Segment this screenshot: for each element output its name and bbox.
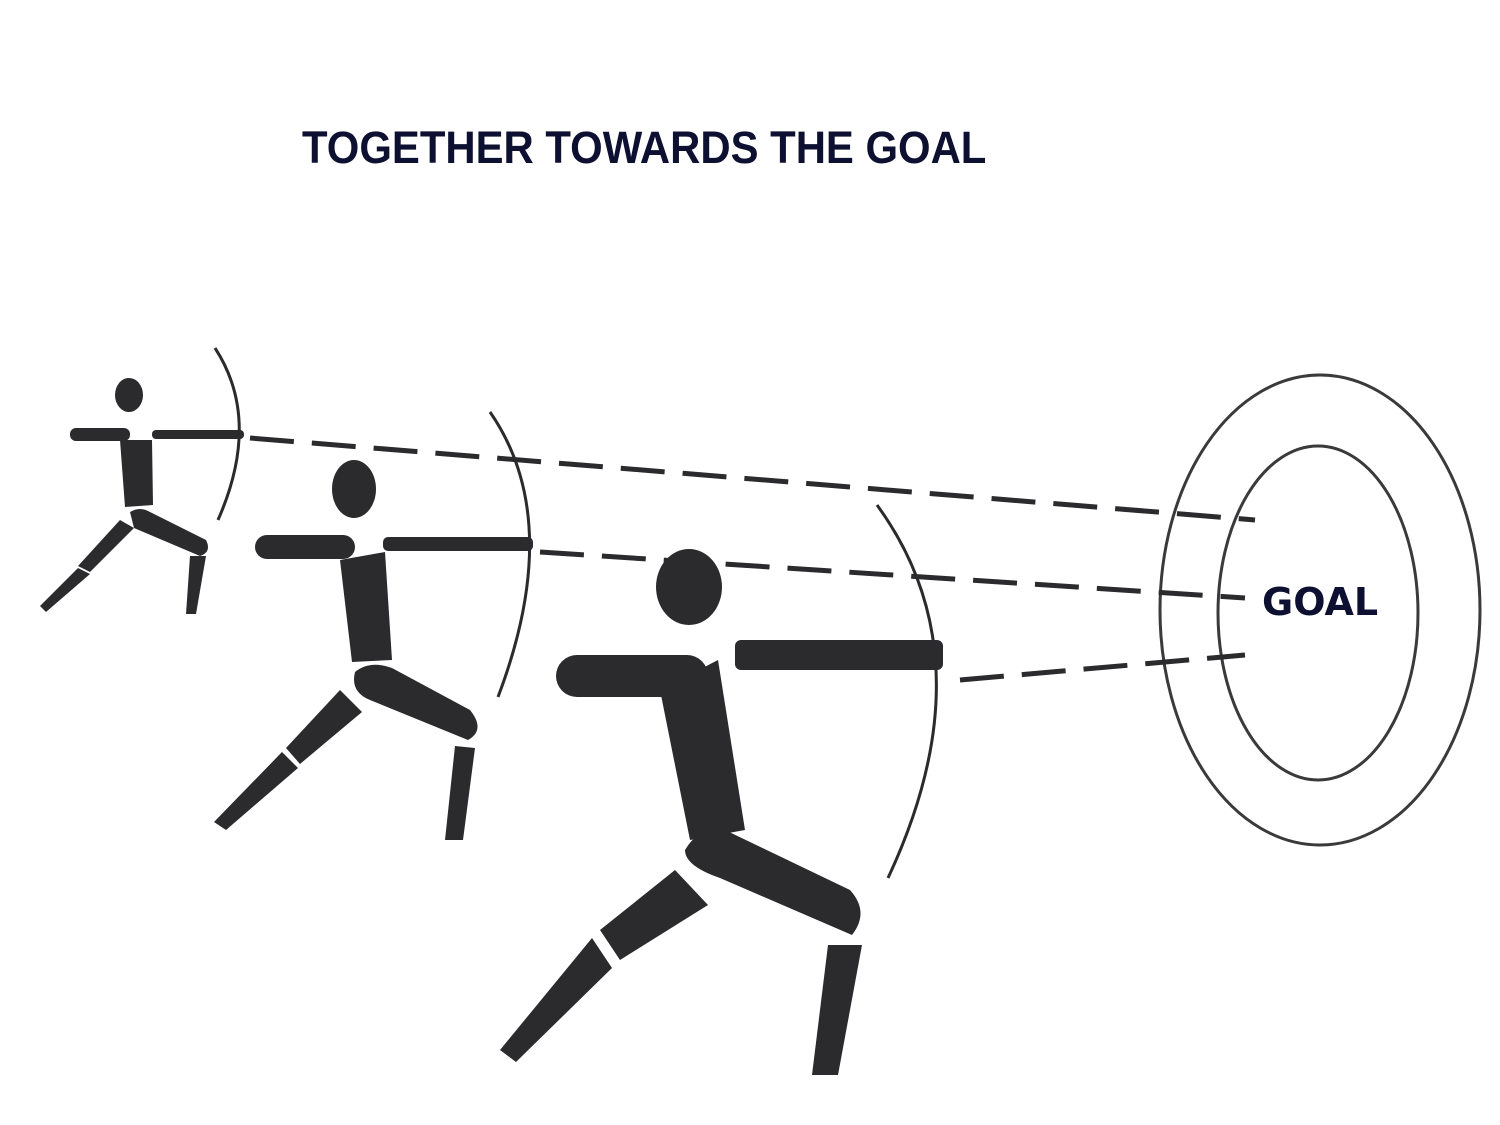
archer-arm-back — [255, 535, 355, 559]
archer-shin-front — [445, 746, 475, 840]
archer-leg-back — [78, 520, 134, 572]
goal-label: GOAL — [1262, 580, 1379, 624]
archer-thigh-front — [685, 829, 861, 935]
archer-foot-back — [500, 938, 612, 1062]
target-inner-ring — [1216, 444, 1420, 782]
archer-head — [332, 460, 376, 518]
page-title: TOGETHER TOWARDS THE GOAL — [302, 122, 987, 173]
target-outer-ring — [1158, 373, 1482, 847]
archer-leg-back — [286, 690, 362, 764]
archer-foot-back — [40, 568, 90, 612]
archer-arm-back — [70, 428, 130, 441]
archer-torso — [340, 552, 392, 662]
archer-thigh-front — [130, 509, 208, 556]
archer-torso — [660, 660, 745, 840]
archer-arm-front — [735, 640, 943, 670]
archer-shin-front — [812, 945, 862, 1075]
archer-foot-back — [214, 752, 298, 830]
archer-medium — [214, 411, 533, 840]
arrow-line-middle — [539, 549, 1246, 601]
arrow-lines — [249, 435, 1256, 683]
archer-torso — [120, 440, 153, 507]
arrow-line-top — [249, 435, 1256, 523]
archer-bow — [213, 347, 241, 521]
archer-leg-back — [600, 870, 708, 960]
archer-head — [656, 549, 722, 625]
archer-head — [115, 378, 143, 412]
archer-arm-front — [383, 537, 533, 551]
archer-shin-front — [186, 556, 206, 614]
archer-thigh-front — [354, 664, 478, 740]
goal-target — [1158, 373, 1482, 847]
arrow-line-bottom — [959, 652, 1246, 683]
archer-small — [40, 347, 244, 614]
archer-bow — [488, 411, 532, 698]
archer-arm-front — [152, 430, 244, 439]
archer-bow — [875, 504, 938, 879]
archer-large — [500, 504, 943, 1075]
